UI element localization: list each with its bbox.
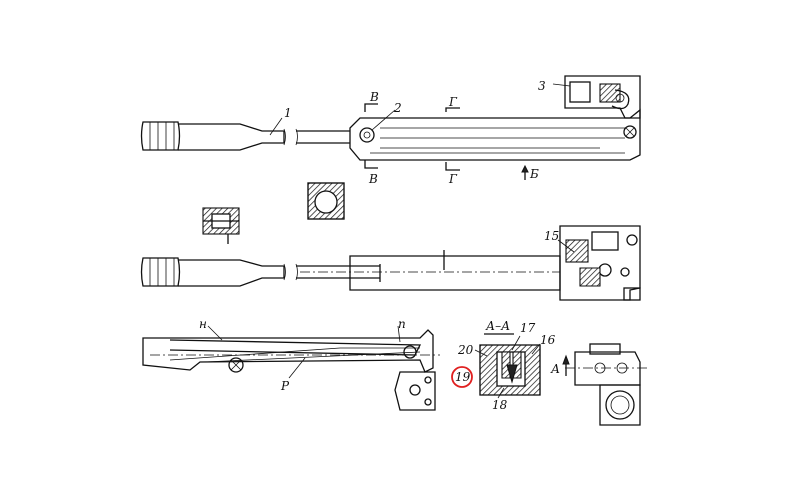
label-v-bottom: В <box>368 172 378 186</box>
label-section-aa: А–А <box>485 319 510 333</box>
label-17: 17 <box>520 321 536 335</box>
section-view-g <box>202 207 240 244</box>
section-view-b <box>307 182 345 220</box>
label-g-top: Г <box>448 95 458 109</box>
label-a: А <box>550 362 560 376</box>
top-assembly-view <box>140 75 641 180</box>
label-be: Б <box>529 167 539 181</box>
label-18: 18 <box>492 398 508 412</box>
section-a-a <box>474 333 541 399</box>
label-p-small: п <box>398 317 406 331</box>
label-3: 3 <box>538 79 546 93</box>
label-p: Р <box>280 379 290 393</box>
middle-assembly-view <box>140 225 641 301</box>
label-2: 2 <box>393 101 402 115</box>
side-view-detail <box>562 343 650 426</box>
label-n: н <box>199 317 207 331</box>
label-20: 20 <box>457 343 474 357</box>
label-v-top: В <box>369 90 379 104</box>
bottom-assembly-view <box>142 325 440 411</box>
label-g-bottom: Г <box>448 172 458 186</box>
label-19: 19 <box>455 370 471 384</box>
label-1: 1 <box>284 106 292 120</box>
label-16: 16 <box>540 333 556 347</box>
label-15: 15 <box>544 229 559 243</box>
highlight-circle <box>451 366 473 388</box>
